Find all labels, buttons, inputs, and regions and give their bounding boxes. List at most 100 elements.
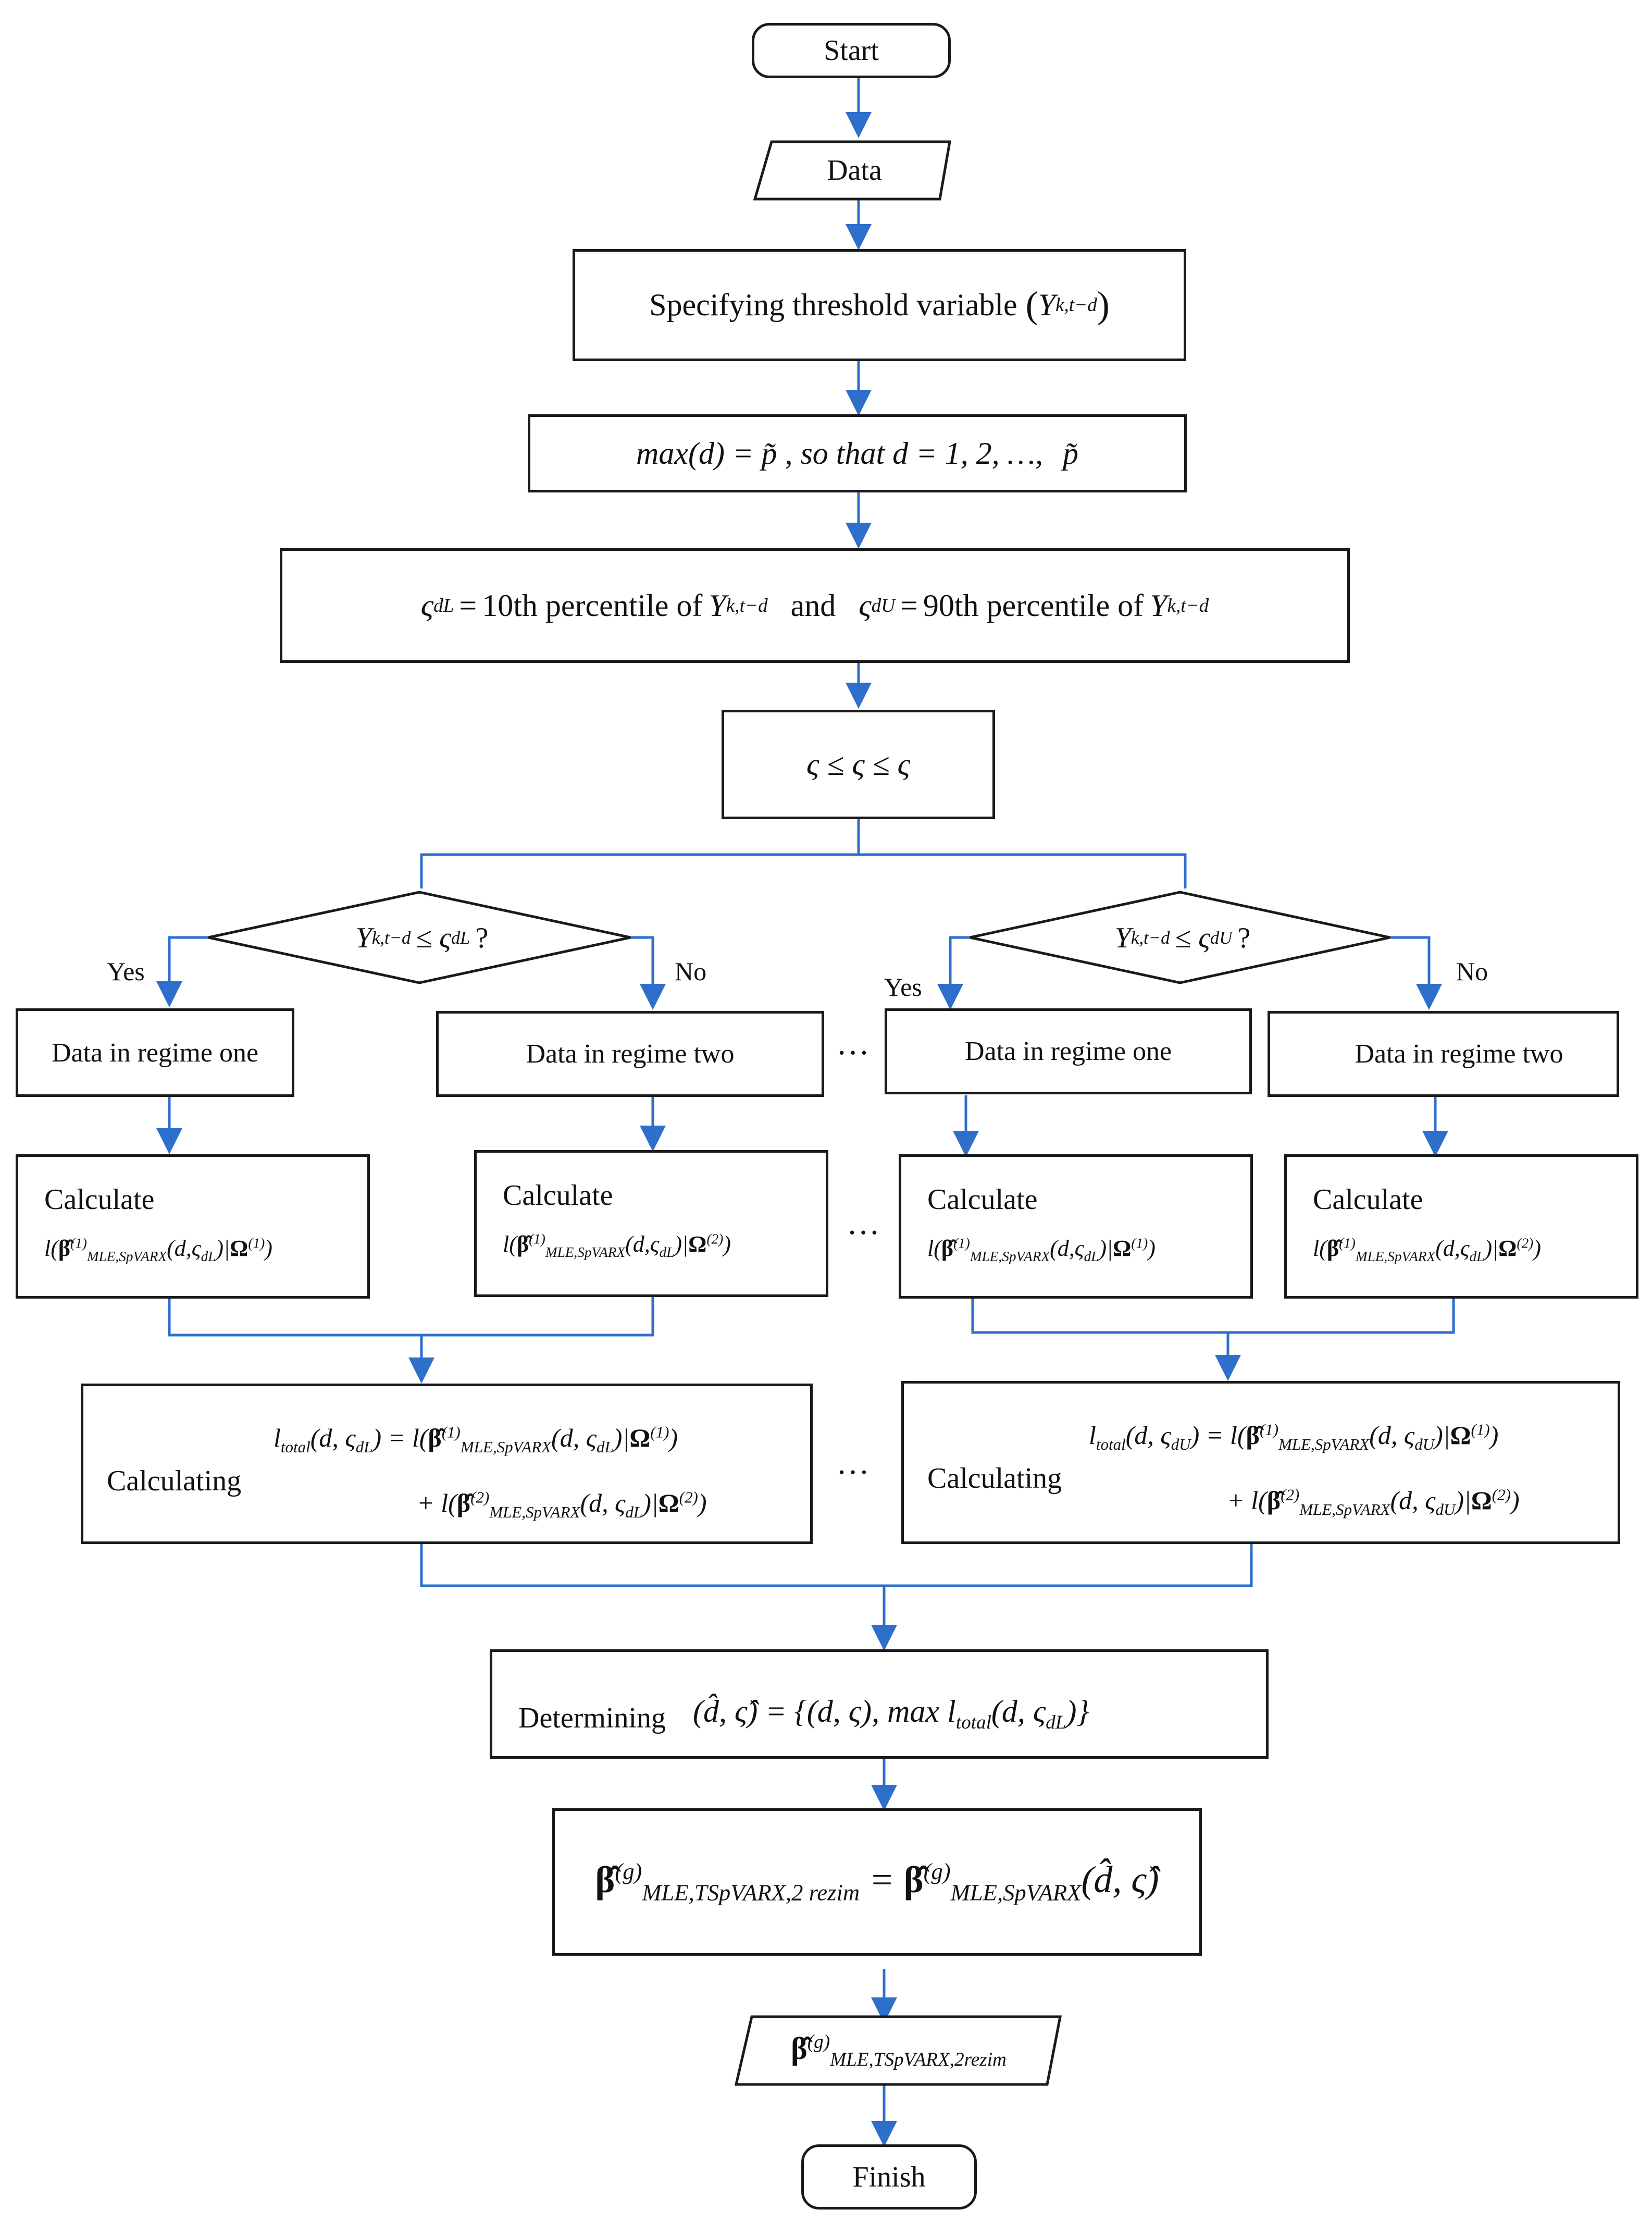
tl-beta2: β̂ (456, 1488, 471, 1517)
calculate-box-1: Calculate l(β̂(1)MLE,SpVARX(d,ςdL)|Ω(1)) (16, 1154, 370, 1299)
tl-sup4: (2) (679, 1488, 698, 1507)
omega-4: Ω (1498, 1236, 1517, 1261)
maxd-suffix: p̃ (1062, 436, 1078, 471)
tl-sup2: (1) (650, 1423, 669, 1441)
tr-sub3: MLE,SpVARX (1278, 1435, 1370, 1453)
sub-2: MLE,SpVARX (545, 1244, 626, 1260)
y-sym-2: Y (1150, 588, 1167, 623)
out-sub: MLE,TSpVARX,2rezim (830, 2048, 1007, 2070)
regime-one-right: Data in regime one (885, 1008, 1252, 1094)
split-range-right (859, 853, 1187, 888)
sub-4b: dL (1469, 1248, 1485, 1264)
sup-1: (1) (70, 1235, 87, 1251)
tl-sub3: MLE,SpVARX (460, 1438, 552, 1456)
tl-sub4: dL (597, 1438, 614, 1456)
tl-sup3: (2) (470, 1488, 490, 1507)
tl-om2: Ω (658, 1488, 679, 1517)
join-left-calcs (168, 1297, 654, 1337)
tr-sub1: total (1096, 1435, 1126, 1453)
sub-dl: dL (433, 595, 454, 616)
join-right-calcs (971, 1299, 1455, 1334)
maxd-text: max(d) = p̃ , so that d = 1, 2, …, (636, 436, 1043, 471)
tr-sub5: MLE,SpVARX (1299, 1500, 1390, 1519)
be-sup1: (g) (615, 1858, 642, 1885)
be-b1: β̂ (595, 1859, 615, 1901)
tl-sub5: MLE,SpVARX (489, 1503, 580, 1521)
dots-calc: … (847, 1204, 882, 1241)
sup-2: (1) (529, 1231, 545, 1247)
regime-two-left-label: Data in regime two (526, 1039, 735, 1069)
be-b2: β̂ (903, 1859, 924, 1901)
det-sub2: dL (1046, 1712, 1066, 1733)
tr-sup1: (1) (1259, 1420, 1279, 1439)
du-sub: k,t−d (1131, 928, 1170, 948)
calculate-formula-2: l(β̂(1)MLE,SpVARX(d,ςdL)|Ω(2)) (503, 1231, 731, 1260)
be-sup2: (g) (923, 1858, 951, 1885)
range-box: ς ≤ ς ≤ ς (722, 710, 995, 819)
dl-sub: k,t−d (371, 928, 411, 948)
threshold-symbol: ( (1025, 284, 1038, 326)
tl-sup1: (1) (441, 1423, 461, 1441)
sup-3b: (1) (1131, 1235, 1148, 1251)
tl-sub6: dL (625, 1503, 643, 1521)
calculate-box-2: Calculate l(β̂(1)MLE,SpVARX(d,ςdL)|Ω(2)) (474, 1150, 828, 1297)
beta-1: β̂ (58, 1236, 71, 1261)
tr-sup3: (2) (1281, 1485, 1300, 1504)
eq2: = (900, 588, 918, 623)
output-parallelogram (734, 2015, 1062, 2086)
maxd-box: max(d) = p̃ , so that d = 1, 2, …, p̃ (528, 414, 1187, 492)
sup-4b: (2) (1517, 1235, 1534, 1251)
total-box-right: Calculating ltotal(d, ςdU) = l(β̂(1)MLE,… (901, 1381, 1620, 1544)
sub-2b: dL (659, 1244, 675, 1260)
y-sym-1: Y (709, 588, 726, 623)
finish-node: Finish (801, 2144, 977, 2210)
tl-om1: Ω (629, 1423, 651, 1452)
tr-sup4: (2) (1492, 1485, 1511, 1504)
no-label-left: No (675, 957, 707, 986)
determining-formula: (d̂, ς̂) = {(d, ς), max ltotal(d, ςdL)} (693, 1694, 1089, 1733)
start-label: Start (824, 34, 879, 67)
join-totals (420, 1544, 1253, 1587)
tr-sub4: dU (1414, 1435, 1435, 1453)
sub-1b: dL (201, 1248, 216, 1264)
percentile-sym-lower: ς (420, 588, 434, 623)
total-formula-right-2: + l(β̂(2)MLE,SpVARX(d, ςdU)|Ω(2)) (1227, 1485, 1520, 1519)
yes-label-left: Yes (107, 957, 145, 986)
calculate-title-4: Calculate (1313, 1183, 1423, 1216)
sub-4: MLE,SpVARX (1355, 1248, 1436, 1264)
determining-title: Determining (518, 1702, 666, 1734)
output-node: β̂(g)MLE,TSpVARX,2rezim (745, 2017, 1052, 2084)
beta-2: β̂ (516, 1231, 529, 1257)
output-beta: β̂(g)MLE,TSpVARX,2rezim (791, 2031, 1007, 2071)
sub-1: MLE,SpVARX (86, 1248, 167, 1264)
tr-beta2: β̂ (1266, 1486, 1281, 1515)
calculate-title-1: Calculate (44, 1183, 155, 1216)
tl-sub2: dL (355, 1438, 373, 1456)
percentile-left-label: 10th percentile of (482, 588, 703, 623)
tl-sub1: total (280, 1438, 310, 1456)
beta-box: β̂(g)MLE,TSpVARX,2 rezim = β̂(g)MLE,SpVA… (552, 1808, 1202, 1956)
sup-1b: (1) (248, 1235, 265, 1251)
omega-1: Ω (230, 1236, 249, 1261)
percentile-sym-upper: ς (859, 588, 872, 623)
tr-sup2: (1) (1471, 1420, 1490, 1439)
calculate-box-3: Calculate l(β̂(1)MLE,SpVARX(d,ςdL)|Ω(1)) (899, 1154, 1253, 1299)
calculate-title-3: Calculate (927, 1183, 1038, 1216)
sub-du: dU (871, 595, 896, 616)
out-b: β̂ (791, 2031, 808, 2066)
sub-y2: k,t−d (1167, 595, 1209, 616)
percentile-and-label: and (790, 588, 836, 623)
arrow-diamond2-no (1390, 936, 1442, 1010)
eq1: = (459, 588, 477, 623)
beta-3: β̂ (941, 1236, 954, 1261)
threshold-sym: Y (1038, 288, 1055, 322)
regime-two-right: Data in regime two (1268, 1011, 1619, 1097)
yes-label-right: Yes (884, 972, 922, 1002)
dots-total: … (836, 1444, 872, 1481)
arrow-diamond1-yes (156, 936, 208, 1007)
diamond-upper-cond: ≤ ς (1175, 922, 1210, 954)
